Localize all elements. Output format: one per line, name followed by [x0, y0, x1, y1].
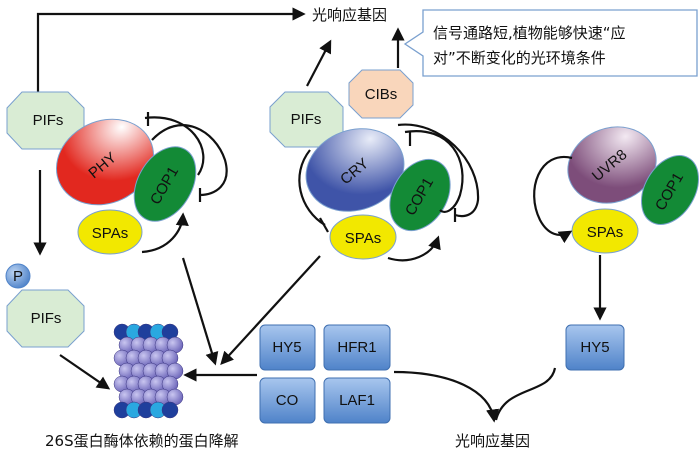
hfr1-box: HFR1 — [323, 324, 391, 371]
inhibition-loop — [404, 130, 464, 213]
hy5-box-right: HY5 — [565, 324, 625, 371]
pifs-p-label: PIFs — [31, 310, 62, 327]
arrow-pifs-to-genes — [306, 39, 332, 87]
arrow-hy5-to-genes — [494, 367, 557, 421]
callout-line2: 对”不断变化的光环境条件 — [433, 49, 606, 67]
cibs-node — [348, 69, 414, 119]
uvr8-node — [567, 126, 657, 204]
co-label: CO — [276, 392, 299, 409]
spas-label: SPAs — [345, 230, 381, 247]
activation-loop — [533, 155, 573, 244]
pifs-label: PIFs — [291, 111, 322, 128]
spas-label: SPAs — [92, 225, 128, 242]
arrow-targets-to-genes — [393, 370, 500, 423]
activation-arrow — [141, 212, 189, 254]
phosphate-node — [5, 263, 31, 289]
cry-node — [305, 128, 405, 212]
arrow-to-proteasome — [59, 354, 111, 390]
proteasome-icon — [113, 323, 184, 419]
cop1-node-middle — [389, 158, 451, 232]
laf1-label: LAF1 — [339, 392, 375, 409]
spas-label: SPAs — [587, 224, 623, 241]
proteasome-subunit — [161, 401, 179, 419]
arrow-to-proteasome — [181, 257, 219, 366]
cibs-label: CIBs — [365, 86, 398, 103]
inhibition-loop — [151, 124, 228, 197]
hy5-label: HY5 — [272, 339, 301, 356]
activation-arrow — [387, 235, 441, 262]
spas-node-left — [77, 209, 143, 255]
hy5-box: HY5 — [259, 324, 316, 371]
hy5-label: HY5 — [580, 339, 609, 356]
phy-node — [55, 118, 155, 206]
pifs-phosphorylated-node — [6, 289, 85, 348]
proteasome-label: 26S蛋白酶体依赖的蛋白降解 — [45, 432, 239, 450]
inhibition-loop — [397, 123, 480, 218]
cop1-node-left — [133, 146, 197, 222]
phosphate-label: P — [13, 268, 23, 285]
laf1-box: LAF1 — [323, 377, 391, 424]
inhibition-bar — [319, 217, 329, 233]
inhibition-loop — [144, 116, 205, 176]
arrow-to-proteasome — [220, 255, 321, 365]
callout-box — [403, 9, 698, 77]
spas-node-middle — [329, 214, 397, 260]
callout-line1: 信号通路短,植物能够快速“应 — [433, 24, 626, 42]
pifs-label: PIFs — [33, 112, 64, 129]
arrow-pifs-to-genes — [36, 7, 306, 100]
cop1-node-right — [641, 155, 699, 225]
bottom-gene-label: 光响应基因 — [455, 432, 530, 450]
top-gene-label: 光响应基因 — [312, 6, 387, 24]
hfr1-label: HFR1 — [337, 339, 376, 356]
co-box: CO — [259, 377, 316, 424]
inhibition-loop — [298, 149, 326, 226]
